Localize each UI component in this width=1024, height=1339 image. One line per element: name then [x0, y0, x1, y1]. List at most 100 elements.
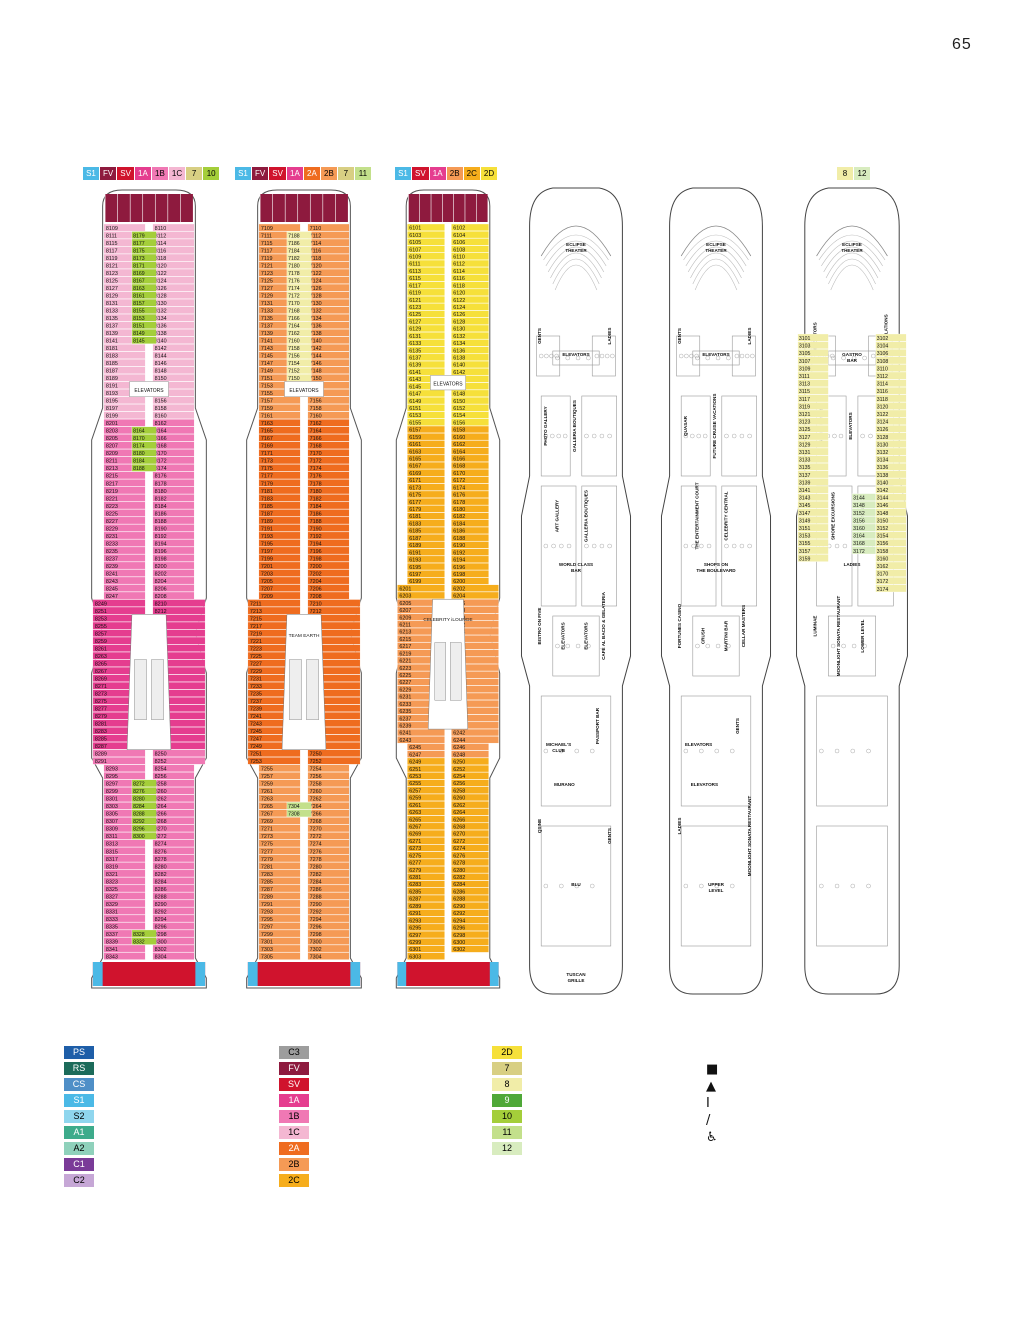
cabin-number-8227: 8227 — [106, 519, 118, 525]
cabin-number-6268: 6268 — [453, 825, 465, 831]
center-cabin-number-3160: 3160 — [853, 526, 865, 532]
cabin-number-7110: 7110 — [310, 226, 322, 232]
cabin-number-6135: 6135 — [409, 348, 421, 354]
cabin-8187 — [103, 366, 146, 374]
cabin-number-6106: 6106 — [453, 240, 465, 246]
cabin-number-8265: 8265 — [95, 662, 107, 668]
elevator-bank-left — [289, 659, 302, 720]
center-cabin-8284 — [131, 802, 157, 810]
cabin-number-7267: 7267 — [261, 812, 273, 818]
table-mark — [819, 883, 824, 889]
cabin-number-3125: 3125 — [799, 427, 811, 433]
legend-1C: 1C — [279, 1126, 309, 1139]
cabin-number-8202: 8202 — [155, 571, 167, 577]
cabin-number-6165: 6165 — [409, 457, 421, 463]
category-chip-S1: S1 — [235, 167, 251, 180]
cabin-3121 — [797, 409, 829, 418]
cabin-3110 — [875, 364, 907, 372]
cabin-number-7285: 7285 — [261, 879, 273, 885]
forward-suites-block — [105, 194, 193, 222]
cabin-number-6192: 6192 — [453, 550, 465, 556]
table-mark — [538, 353, 544, 359]
cabin-number-8264: 8264 — [155, 804, 167, 810]
center-cabin-7160 — [286, 336, 312, 344]
cabin-number-7159: 7159 — [261, 406, 273, 412]
venue-area — [721, 485, 757, 607]
cabin-number-6229: 6229 — [399, 687, 411, 693]
cabin-number-7131: 7131 — [261, 301, 273, 307]
center-cabin-number-8157: 8157 — [133, 301, 145, 307]
cabin-number-7117: 7117 — [261, 248, 273, 254]
cabin-number-6138: 6138 — [453, 355, 465, 361]
cabin-3107 — [797, 356, 829, 365]
cabin-8331 — [103, 907, 146, 915]
cabin-number-7137: 7137 — [261, 324, 273, 330]
cabin-3102 — [875, 333, 907, 342]
cabin-number-3108: 3108 — [877, 359, 889, 365]
cabin-number-6298: 6298 — [453, 933, 465, 939]
cabin-8217 — [103, 479, 146, 487]
theater-seat-row — [692, 258, 740, 285]
venue-label: SHORE EXCURSIONS — [830, 492, 835, 540]
aft-suites-block — [247, 962, 361, 986]
cabin-number-3159: 3159 — [799, 556, 811, 562]
cabin-number-8262: 8262 — [155, 797, 167, 803]
cabin-number-3154: 3154 — [877, 534, 889, 540]
category-chip-S1: S1 — [83, 167, 99, 180]
cabin-7183 — [258, 494, 301, 502]
cabin-number-6109: 6109 — [409, 254, 421, 260]
cabin-number-3114: 3114 — [877, 382, 888, 388]
venue-label: FORTUNES CASINO — [677, 603, 682, 648]
cabin-number-6137: 6137 — [409, 355, 421, 361]
cabin-number-6108: 6108 — [453, 247, 465, 253]
cabin-number-6148: 6148 — [453, 392, 465, 398]
cabin-number-3101: 3101 — [799, 336, 811, 342]
cabin-number-6299: 6299 — [409, 940, 421, 946]
cabin-number-7198: 7198 — [310, 556, 322, 562]
center-cabin-7162 — [286, 328, 312, 337]
cabin-number-6259: 6259 — [409, 796, 421, 802]
legend-S2: S2 — [64, 1110, 94, 1123]
cabin-number-8275: 8275 — [95, 699, 107, 705]
theater-seat-row — [830, 264, 874, 291]
venue-label: ART GALLERY — [555, 500, 560, 533]
theater-seat-row — [552, 258, 600, 285]
table-mark — [691, 543, 696, 549]
cabin-number-8119: 8119 — [106, 256, 118, 262]
table-mark — [850, 748, 856, 754]
cabin-number-3106: 3106 — [877, 351, 889, 357]
table-mark — [695, 643, 700, 649]
category-chip-2A: 2A — [303, 167, 320, 180]
cabin-3111 — [797, 371, 829, 380]
cabin-number-8221: 8221 — [106, 496, 118, 502]
legend-FV: FV — [279, 1062, 309, 1075]
cabin-number-3156: 3156 — [877, 541, 889, 547]
cabin-number-3143: 3143 — [799, 496, 811, 502]
cabin-number-7297: 7297 — [261, 924, 273, 930]
cabin-3147 — [797, 508, 829, 517]
category-chip-2D: 2D — [480, 167, 498, 180]
cabin-8295 — [103, 772, 146, 780]
category-chip-2C: 2C — [463, 167, 480, 180]
table-mark — [599, 543, 605, 549]
cabin-number-7182: 7182 — [310, 496, 322, 502]
cabin-number-7181: 7181 — [261, 489, 273, 495]
cabin-number-6111: 6111 — [409, 262, 420, 268]
table-mark — [559, 543, 564, 549]
cabin-number-6150: 6150 — [453, 399, 465, 405]
table-mark — [586, 355, 591, 361]
center-cabin-number-8174: 8174 — [133, 444, 145, 450]
cabin-number-8243: 8243 — [106, 579, 118, 585]
cabin-number-8180: 8180 — [155, 489, 167, 495]
cabin-number-3120: 3120 — [877, 404, 889, 410]
venue-area — [680, 695, 752, 807]
cabin-number-6171: 6171 — [409, 478, 421, 484]
cabin-7175 — [258, 464, 301, 472]
cabin-8335 — [103, 922, 146, 930]
center-cabin-7150 — [286, 374, 312, 382]
cabin-number-3102: 3102 — [877, 336, 889, 342]
cabin-number-7165: 7165 — [261, 429, 273, 435]
cabin-number-8309: 8309 — [106, 827, 118, 833]
cabin-number-7227: 7227 — [250, 662, 262, 668]
cabin-number-6278: 6278 — [453, 861, 465, 867]
